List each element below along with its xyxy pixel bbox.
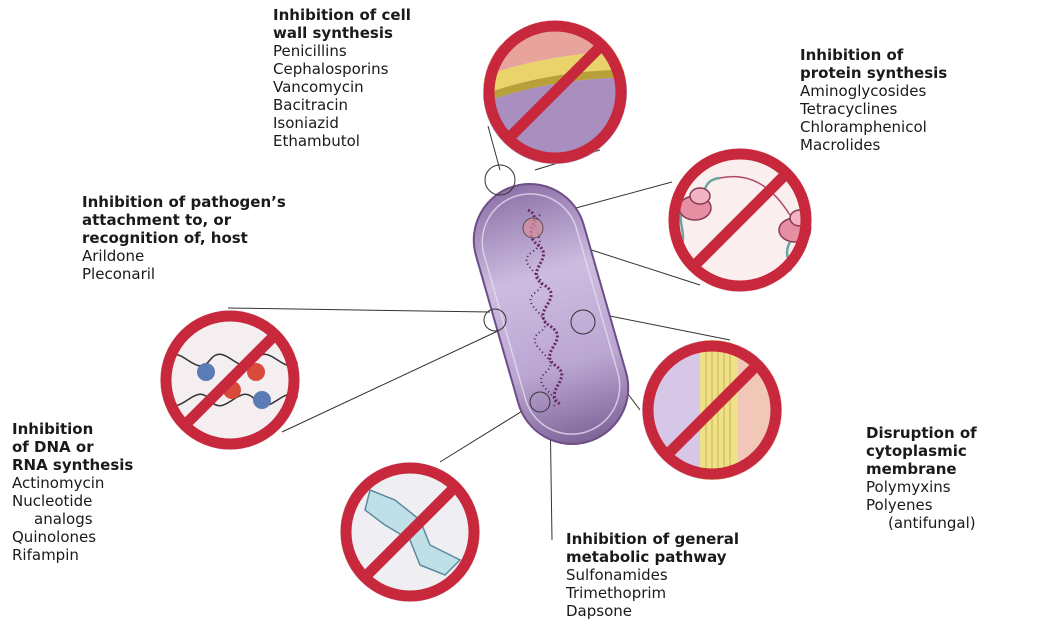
protein-synthesis-inset — [668, 148, 812, 292]
drug-item: analogs — [12, 510, 133, 528]
heading-line: metabolic pathway — [566, 548, 739, 566]
heading-line: Disruption of — [866, 424, 977, 442]
drug-item: Tetracyclines — [800, 100, 947, 118]
drug-item: Macrolides — [800, 136, 947, 154]
drug-item: Dapsone — [566, 602, 739, 620]
drug-item: Chloramphenicol — [800, 118, 947, 136]
nucleic-acid-inset — [160, 310, 300, 450]
drug-item: Vancomycin — [273, 78, 411, 96]
cell-wall-label: Inhibition of cell wall synthesis Penici… — [273, 6, 411, 150]
drug-item: Sulfonamides — [566, 566, 739, 584]
drug-item: Isoniazid — [273, 114, 411, 132]
metabolic-inset — [340, 462, 480, 602]
drug-item: Quinolones — [12, 528, 133, 546]
connector-nucleic — [282, 330, 500, 432]
heading-line: Inhibition — [12, 420, 133, 438]
drug-item: Pleconaril — [82, 265, 286, 283]
heading-line: recognition of, host — [82, 229, 286, 247]
heading-line: RNA synthesis — [12, 456, 133, 474]
heading-line: protein synthesis — [800, 64, 947, 82]
metabolic-label: Inhibition of general metabolic pathway … — [566, 530, 739, 620]
protein-synthesis-label: Inhibition of protein synthesis Aminogly… — [800, 46, 947, 154]
drug-item: Penicillins — [273, 42, 411, 60]
nucleic-acid-label: Inhibition of DNA or RNA synthesis Actin… — [12, 420, 133, 564]
heading-line: wall synthesis — [273, 24, 411, 42]
drug-item: Polyenes — [866, 496, 977, 514]
drug-item: (antifungal) — [866, 514, 977, 532]
membrane-inset — [640, 330, 788, 500]
heading-line: Inhibition of pathogen’s — [82, 193, 286, 211]
bacterial-cell — [461, 165, 642, 457]
drug-item: Polymyxins — [866, 478, 977, 496]
connector-metabolic — [440, 405, 532, 462]
heading-line: membrane — [866, 460, 977, 478]
drug-item: Nucleotide — [12, 492, 133, 510]
heading-line: of DNA or — [12, 438, 133, 456]
attachment-label: Inhibition of pathogen’s attachment to, … — [82, 193, 286, 283]
heading-line: Inhibition of general — [566, 530, 739, 548]
heading-line: Inhibition of — [800, 46, 947, 64]
drug-item: Ethambutol — [273, 132, 411, 150]
membrane-label: Disruption of cytoplasmic membrane Polym… — [866, 424, 977, 532]
connector-lines — [228, 126, 730, 540]
drug-item: Rifampin — [12, 546, 133, 564]
cell-wall-inset — [470, 0, 640, 200]
heading-line: cytoplasmic — [866, 442, 977, 460]
drug-item: Aminoglycosides — [800, 82, 947, 100]
drug-item: Bacitracin — [273, 96, 411, 114]
drug-item: Actinomycin — [12, 474, 133, 492]
heading-line: Inhibition of cell — [273, 6, 411, 24]
drug-item: Cephalosporins — [273, 60, 411, 78]
drug-item: Arildone — [82, 247, 286, 265]
drug-item: Trimethoprim — [566, 584, 739, 602]
heading-line: attachment to, or — [82, 211, 286, 229]
connector-nucleic — [228, 308, 490, 312]
